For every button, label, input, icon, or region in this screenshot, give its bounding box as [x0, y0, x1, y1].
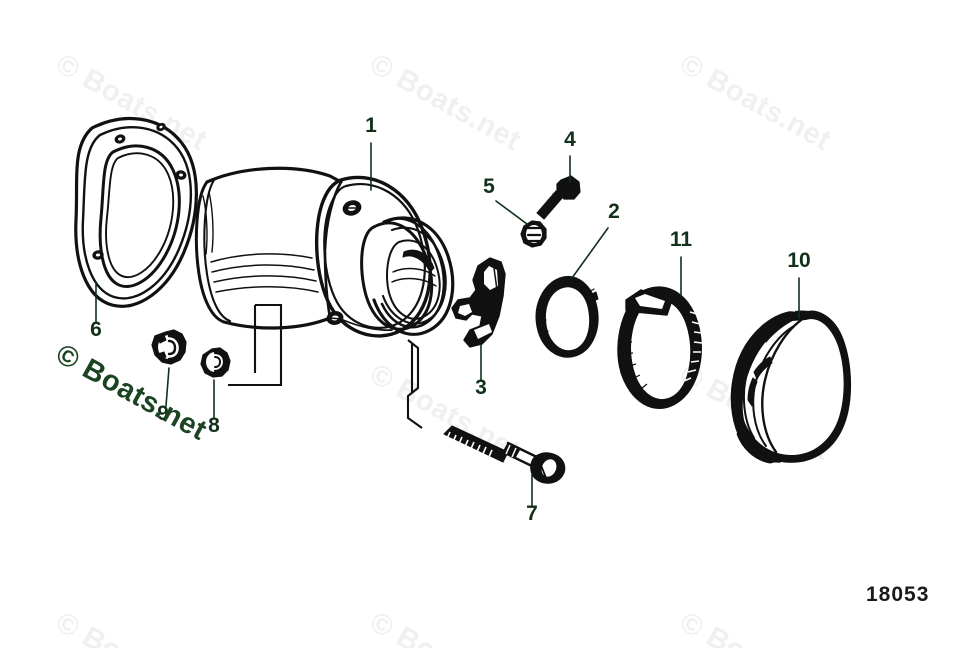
part-bearing-carrier-housing	[194, 166, 455, 338]
part-washer	[200, 347, 231, 378]
part-hose-clamp	[617, 286, 703, 409]
part-nut-small	[520, 220, 547, 248]
part-retaining-ring	[535, 276, 599, 358]
part-shift-cam-lever	[451, 257, 506, 348]
assembly-bracket-lines	[228, 303, 423, 429]
part-exhaust-bellows-boot	[730, 310, 852, 464]
part-bolt-long	[443, 425, 566, 484]
diagram-id-label: 18053	[866, 583, 930, 606]
part-gasket-flange	[74, 116, 198, 308]
part-nut-lock	[151, 329, 187, 365]
part-screw-long	[536, 175, 581, 220]
